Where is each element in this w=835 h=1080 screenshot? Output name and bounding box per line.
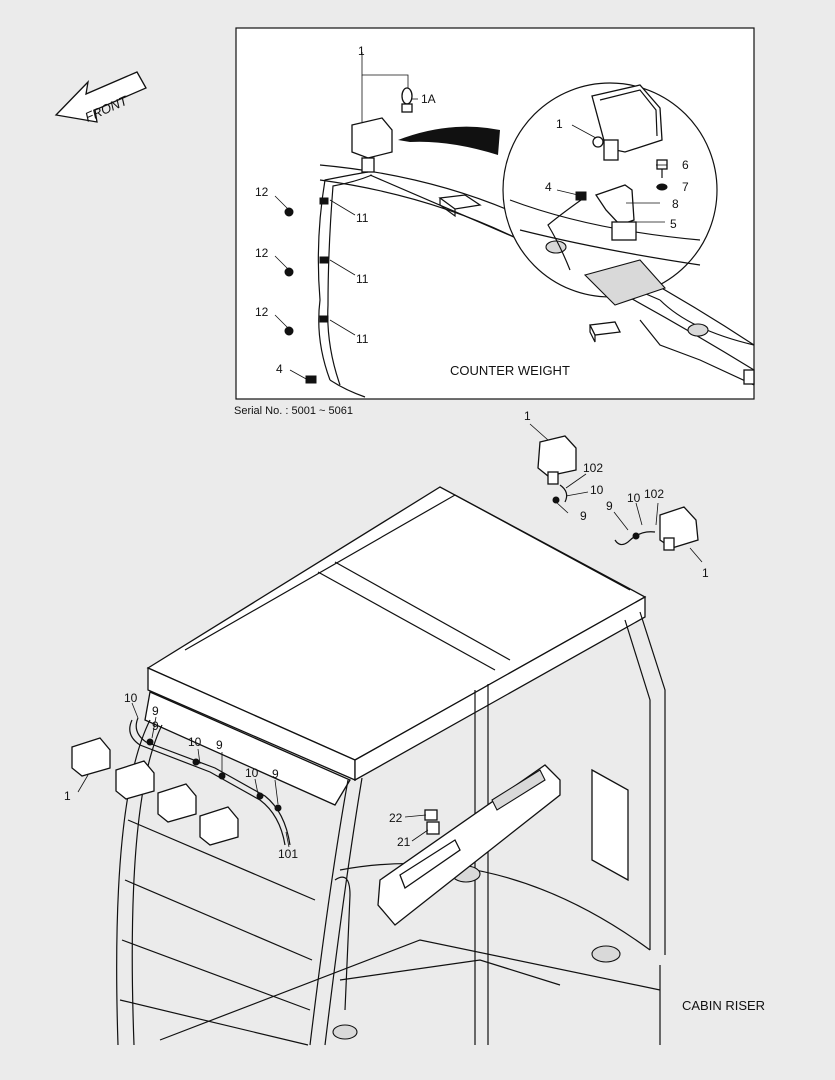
callout: 4 [276, 362, 283, 376]
callout: 102 [583, 461, 603, 475]
switch-icon [424, 809, 440, 835]
callout: 101 [278, 847, 298, 861]
detail-circle [502, 82, 718, 306]
callout: 9 [580, 509, 587, 523]
callout: 1 [556, 117, 563, 131]
main-callouts: 1 102 10 9 9 10 102 1 10 9 9 10 9 10 9 1… [64, 409, 709, 861]
callout: 1 [524, 409, 531, 423]
work-lamp-icon [71, 737, 111, 777]
callout: 10 [245, 766, 259, 780]
harness-clip-icon [284, 207, 294, 336]
callout: 10 [188, 735, 202, 749]
front-arrow-icon: FRONT [54, 71, 147, 125]
work-lamp-icon [351, 117, 393, 173]
bulb-icon [401, 87, 413, 113]
callout: 8 [672, 197, 679, 211]
callout: 11 [356, 332, 369, 346]
work-lamp-icon [591, 84, 663, 161]
callout: 12 [255, 185, 269, 199]
callout: 12 [255, 246, 269, 260]
callout: 10 [124, 691, 138, 705]
work-lamp-icon [115, 760, 155, 800]
callout: 102 [644, 487, 664, 501]
inset-leaders [274, 98, 667, 381]
callout: 9 [606, 499, 613, 513]
callout: 7 [682, 180, 689, 194]
callout: 11 [356, 272, 369, 286]
bolt-icon [656, 159, 668, 178]
callout: 12 [255, 305, 269, 319]
work-lamp-icon [659, 506, 699, 551]
callout: 21 [397, 835, 411, 849]
harness-clip-icon [146, 738, 282, 812]
callout: 1 [64, 789, 71, 803]
callout: 10 [590, 483, 604, 497]
callout: 11 [356, 211, 369, 225]
connector-icon [575, 191, 587, 201]
callout: 9 [272, 767, 279, 781]
cabin-riser-caption: CABIN RISER [682, 998, 765, 1013]
callout: 1 [702, 566, 709, 580]
bracket-icon [594, 184, 637, 241]
work-lamp-icon [199, 806, 239, 846]
detail-arrow [398, 126, 500, 155]
callout: 5 [670, 217, 677, 231]
main-lamps [71, 435, 699, 846]
front-harness [129, 484, 656, 846]
cabin-riser-frame [116, 486, 666, 1046]
inset-callouts: 1 1A 1 6 4 7 8 5 12 11 12 11 12 11 4 [255, 44, 689, 376]
callout: 22 [389, 811, 403, 825]
callout: 1A [421, 92, 436, 106]
main-leaders [77, 423, 703, 848]
callout: 10 [627, 491, 641, 505]
callout: 9 [152, 704, 159, 718]
callout: 1 [358, 44, 365, 58]
serial-note: Serial No. : 5001 ~ 5061 [234, 405, 353, 417]
work-lamp-icon [157, 783, 197, 823]
inset-lamp [284, 52, 413, 398]
callout: 9 [216, 738, 223, 752]
counter-weight-caption: COUNTER WEIGHT [450, 363, 570, 378]
work-lamp-icon [537, 435, 577, 485]
callout: 6 [682, 158, 689, 172]
callout: 9 [152, 719, 159, 733]
callout: 4 [545, 180, 552, 194]
